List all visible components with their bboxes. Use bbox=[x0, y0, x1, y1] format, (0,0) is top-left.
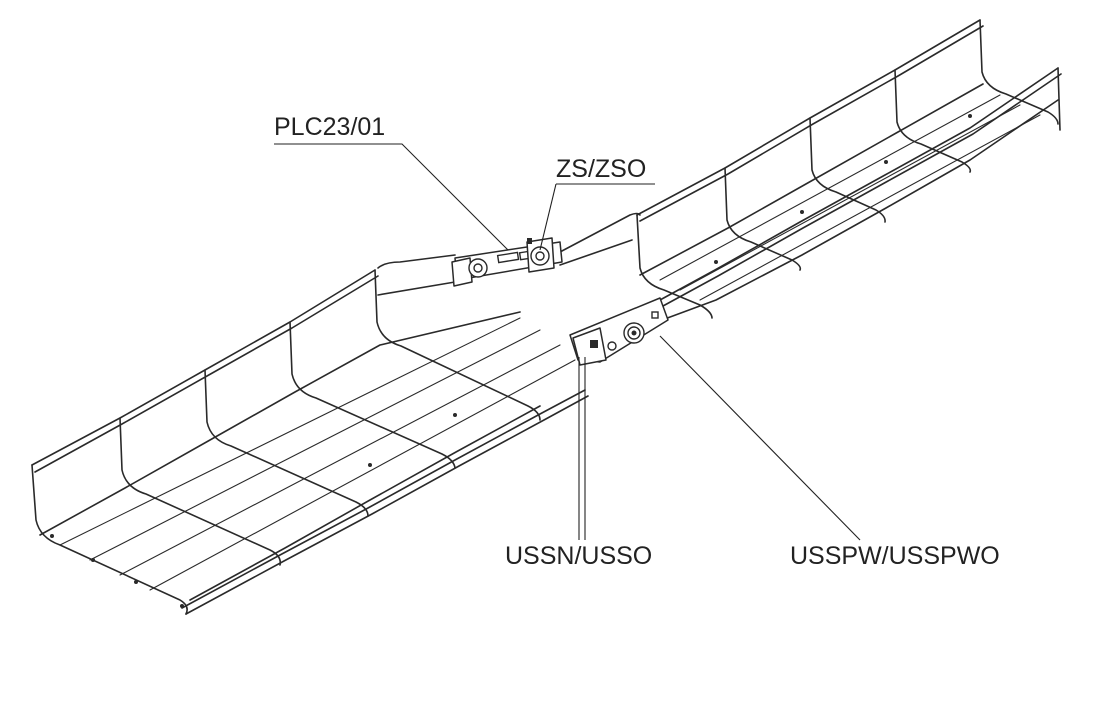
leader-plc bbox=[274, 143, 509, 251]
leader-usspw bbox=[659, 335, 861, 541]
transition-rail bbox=[377, 212, 641, 296]
callout-usspw-usspwo: USSPW/USSPWO bbox=[790, 542, 1000, 570]
ussn-usspw-bracket bbox=[569, 297, 669, 366]
leader-lines bbox=[274, 143, 861, 541]
callout-ussn-usso: USSN/USSO bbox=[505, 542, 653, 570]
zs-clamp bbox=[526, 237, 555, 273]
leader-zs-drop bbox=[539, 183, 557, 251]
callout-plc23-01: PLC23/01 bbox=[274, 113, 386, 141]
callout-zs-zso: ZS/ZSO bbox=[556, 155, 647, 183]
right-tray-section bbox=[636, 19, 1062, 321]
left-tray-section bbox=[31, 269, 589, 615]
